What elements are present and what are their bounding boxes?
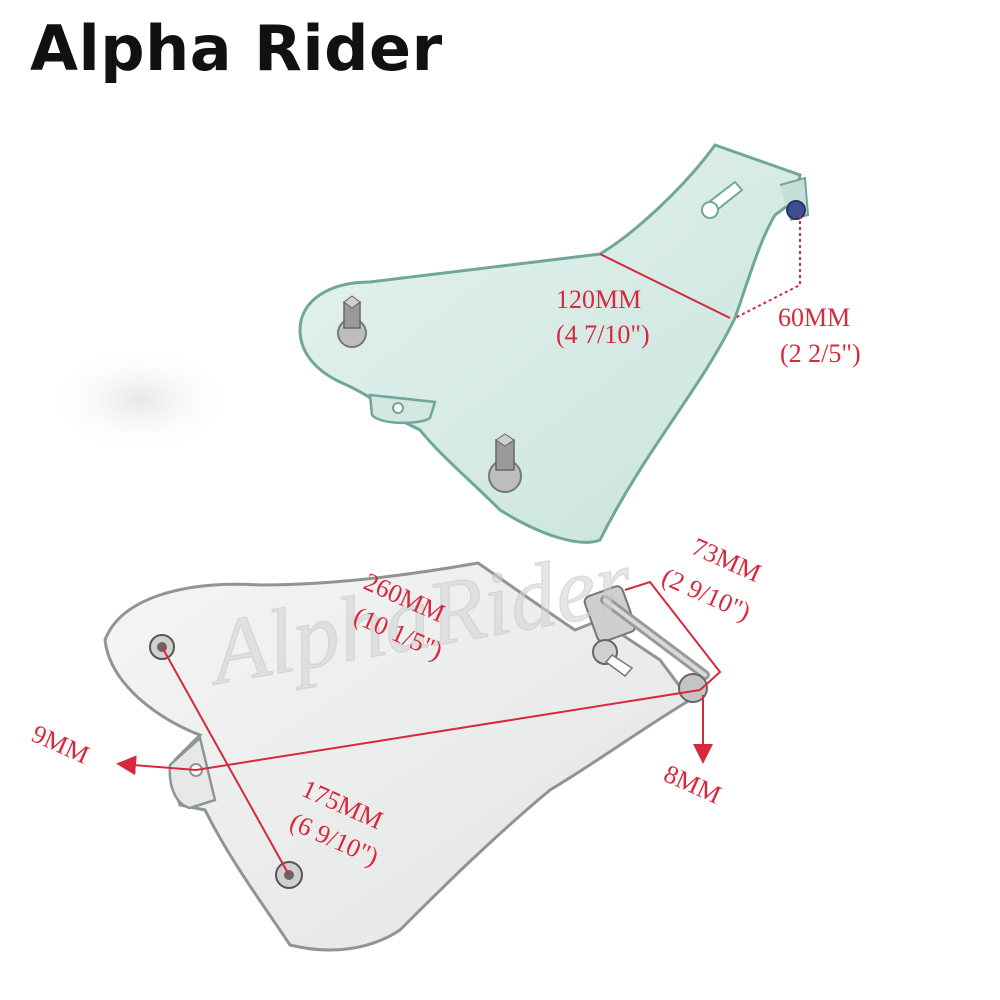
brand-logo: Alpha Rider	[30, 12, 443, 85]
dim-label-8: 8MM	[660, 759, 726, 810]
top-seat-plate	[298, 143, 810, 544]
top-bolt-left	[337, 295, 367, 348]
background-smudge	[45, 345, 235, 455]
dim-label-60-mm: 60MM	[778, 303, 850, 332]
dim-label-60-in: (2 2/5")	[780, 339, 861, 368]
dim-arrow-9	[116, 755, 197, 776]
dim-label-120-in: (4 7/10")	[556, 320, 650, 349]
top-bolt-right	[488, 433, 522, 493]
dim-line-260	[195, 689, 701, 771]
top-nose-bolt	[786, 200, 806, 220]
dim-line-120	[599, 253, 731, 319]
dim-line-175	[161, 646, 290, 876]
hinge-assembly	[583, 585, 710, 703]
dim-label-9: 9MM	[28, 719, 94, 770]
dim-line-73	[624, 580, 722, 691]
dim-label-120-mm: 120MM	[556, 285, 641, 314]
bottom-seat-plate	[103, 561, 710, 952]
